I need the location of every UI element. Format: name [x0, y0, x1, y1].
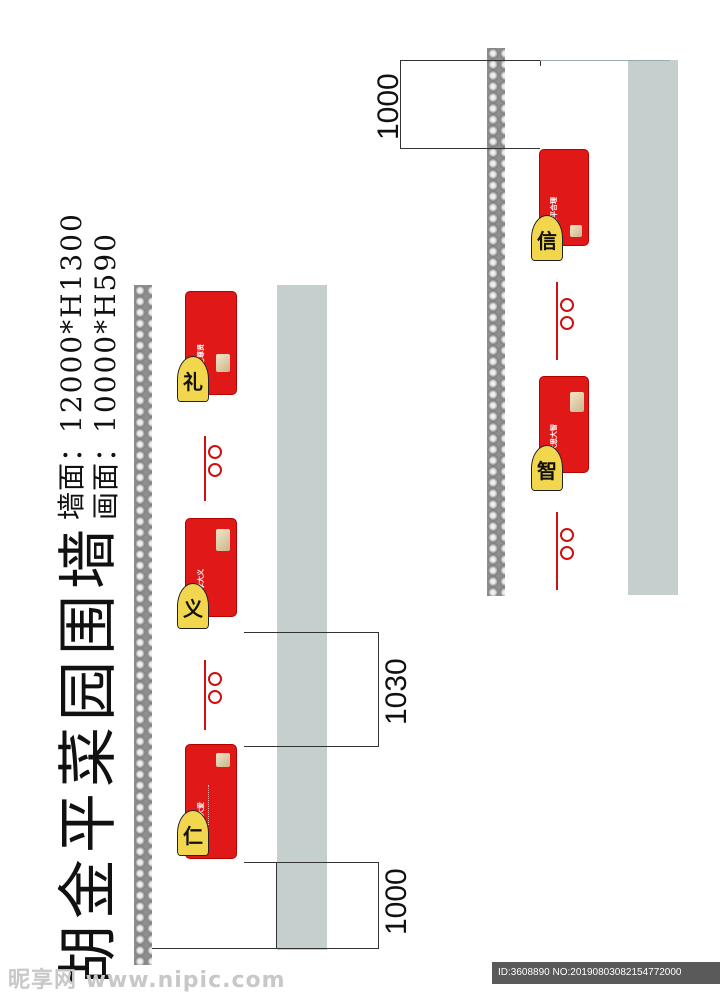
fan-zhi: 智 — [531, 445, 563, 491]
panel-yi-image — [216, 529, 230, 551]
picture-spec-value: 10000*H590 — [89, 232, 122, 433]
dimension-label-1030: 1030 — [380, 658, 413, 725]
picture-spec-label: 画面： — [89, 432, 122, 520]
ground-strip-lower — [277, 285, 327, 950]
cloud-ornament-3 — [208, 445, 222, 459]
dimension-label-1000-top: 1000 — [372, 73, 405, 140]
cloud-ornament-4 — [208, 463, 222, 477]
dimension-label-1000-bottom: 1000 — [380, 868, 413, 935]
virtue-char-yi: 义 — [183, 597, 203, 621]
fan-xin: 信 — [531, 215, 563, 261]
panel-ren-text — [208, 785, 229, 825]
cloud-ornament-8 — [560, 316, 574, 330]
diagram-title: 胡金平菜园围墙 — [54, 523, 124, 985]
watermark-logo: 昵享网 www.nipic.com — [8, 968, 286, 993]
cloud-ornament-5 — [560, 528, 574, 542]
panel-ren-image — [216, 753, 230, 767]
wall-coping-lower — [134, 285, 152, 965]
virtue-char-ren: 仁 — [183, 824, 203, 848]
virtue-char-zhi: 智 — [537, 459, 557, 483]
panel-zhi-image — [570, 392, 584, 412]
red-divider-3 — [556, 512, 558, 590]
red-divider-2 — [204, 436, 206, 501]
watermark-id: ID:3608890 NO:20190803082154772000 — [492, 962, 720, 984]
fan-ren: 仁 — [177, 810, 209, 856]
wall-coping-upper — [487, 48, 505, 596]
picture-spec: 画面：10000*H590 — [84, 232, 124, 520]
panel-xin-image — [570, 225, 582, 237]
fan-li: 礼 — [177, 356, 209, 402]
red-divider-4 — [556, 282, 558, 360]
virtue-char-li: 礼 — [183, 370, 203, 394]
panel-li-image — [216, 354, 230, 372]
virtue-char-xin: 信 — [537, 229, 557, 253]
cloud-ornament-1 — [208, 672, 222, 686]
cloud-ornament-2 — [208, 690, 222, 704]
red-divider-1 — [204, 660, 206, 730]
cloud-ornament-6 — [560, 546, 574, 560]
ground-strip-upper — [628, 60, 678, 595]
cloud-ornament-7 — [560, 298, 574, 312]
fan-yi: 义 — [177, 583, 209, 629]
